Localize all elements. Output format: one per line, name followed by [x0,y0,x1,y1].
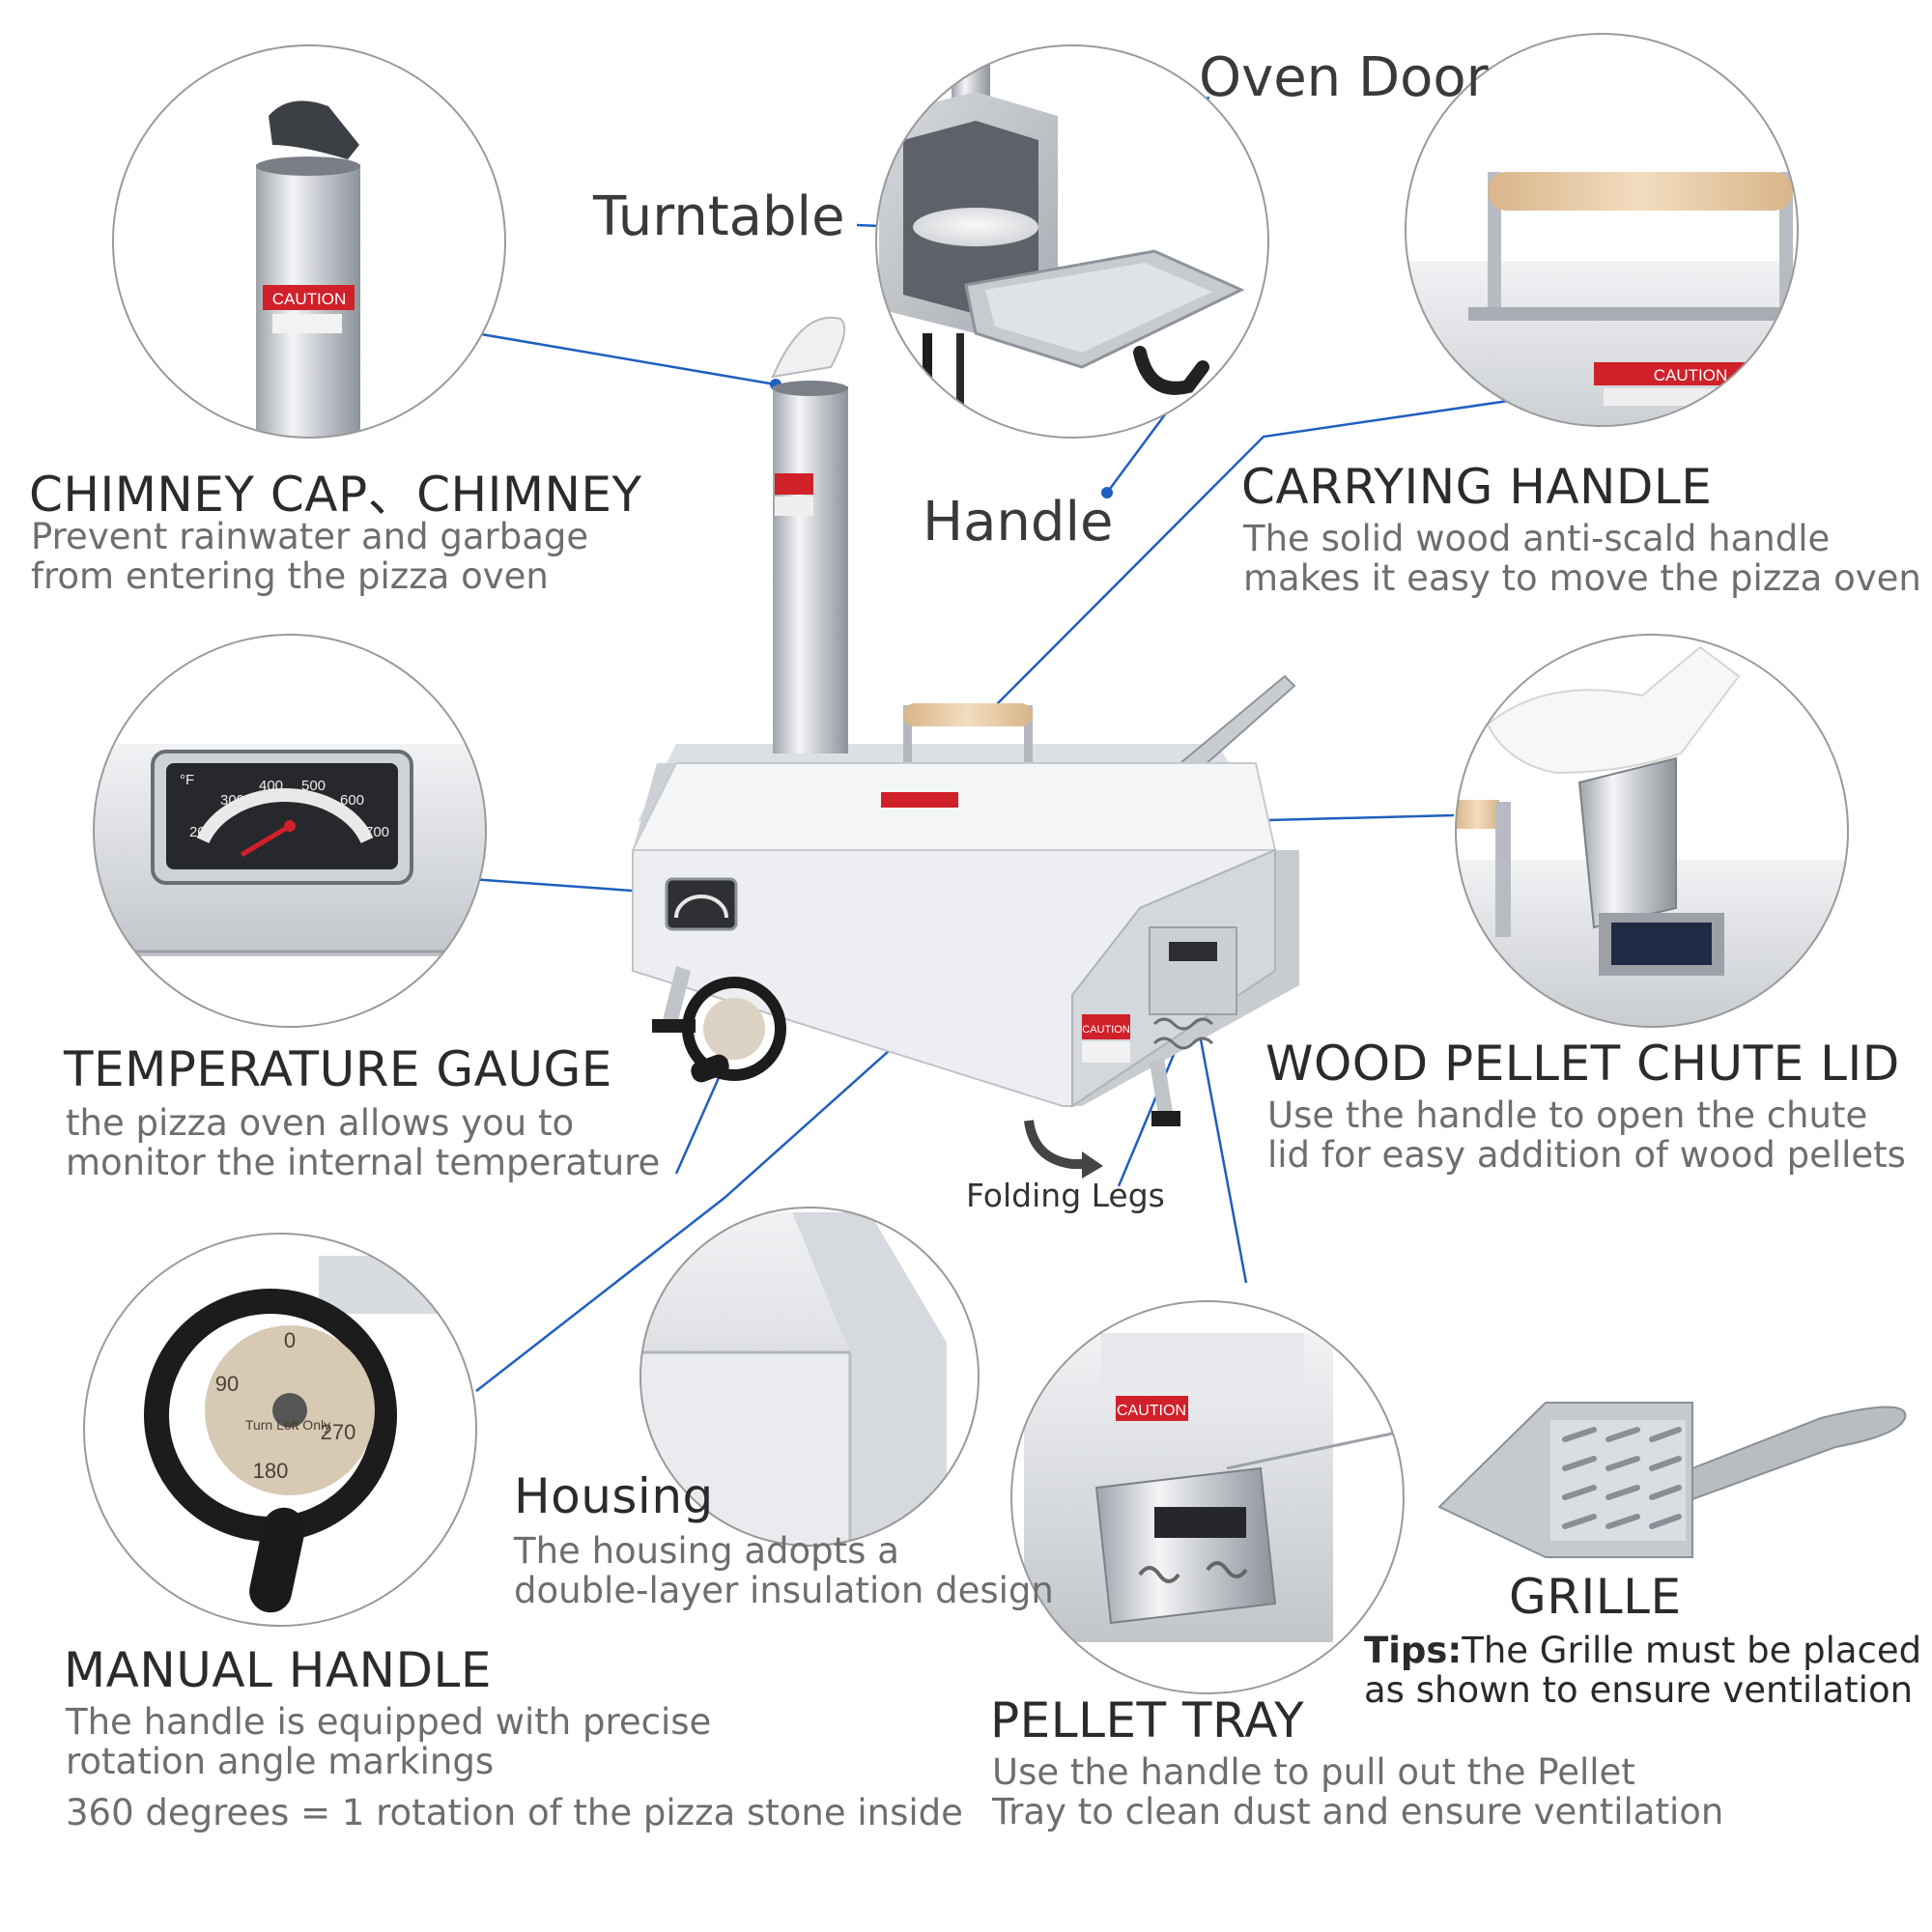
grille-tips-text: The Grille must be placed [1462,1630,1922,1671]
carrying-handle-desc-line2: makes it easy to move the pizza oven [1243,557,1921,599]
gauge-tick-300: 300 [220,792,244,809]
chute-lid-desc-line2: lid for easy addition of wood pellets [1267,1134,1906,1176]
chute-lid-detail-circle [1455,634,1849,1028]
chimney-desc-line2: from entering the pizza oven [31,555,549,597]
chute-lid-title: WOOD PELLET CHUTE LID [1265,1036,1900,1092]
grille-tips-label: Tips: [1364,1630,1463,1671]
grille-title: GRILLE [1509,1569,1682,1625]
temperature-gauge-desc-line1: the pizza oven allows you to [66,1102,575,1144]
chute-lid-desc-line1: Use the handle to open the chute [1267,1094,1868,1136]
callout-folding-legs: Folding Legs [966,1177,1165,1214]
oven-door-detail-circle [875,44,1269,439]
grille-tips-line1: Tips:The Grille must be placed [1364,1631,1921,1670]
handle-caution-label: CAUTION [1654,366,1728,384]
housing-desc-line2: double-layer insulation design [514,1570,1054,1611]
manual-handle-detail-circle: 0 90 180 270 Turn Left Only [83,1233,477,1627]
callout-turntable: Turntable [593,185,845,248]
temperature-gauge-title: TEMPERATURE GAUGE [64,1041,612,1097]
callout-oven-door: Oven Door [1199,46,1489,109]
gauge-tick-700: 700 [365,824,389,840]
manual-handle-title: MANUAL HANDLE [64,1642,492,1698]
callout-handle: Handle [923,491,1114,554]
gauge-tick-600: 600 [340,792,364,809]
pellet-tray-desc-line2: Tray to clean dust and ensure ventilatio… [992,1791,1724,1833]
carrying-handle-title: CARRYING HANDLE [1241,459,1713,515]
grille-tips-line2: as shown to ensure ventilation [1364,1669,1914,1711]
housing-detail-circle [639,1207,980,1547]
carrying-handle-desc-line1: The solid wood anti-scald handle [1243,518,1831,559]
pellet-tray-detail-circle: CAUTION [1010,1300,1405,1694]
manual-handle-desc-line1: The handle is equipped with precise [66,1701,712,1743]
housing-desc-line1: The housing adopts a [514,1530,899,1572]
housing-title: Housing [514,1468,714,1524]
handle-dial-0: 0 [284,1328,296,1352]
oven-caution-label: CAUTION [1082,1024,1130,1036]
pellet-tray-title: PELLET TRAY [990,1692,1305,1748]
chimney-caution-label: CAUTION [272,290,347,308]
gauge-tick-400: 400 [259,778,283,794]
chimney-title: CHIMNEY CAP、CHIMNEY [29,467,642,523]
handle-dial-text: Turn Left Only [245,1417,330,1433]
gauge-tick-200: 200 [189,824,213,840]
chimney-detail-circle: CAUTION [112,44,506,439]
pellet-tray-desc-line1: Use the handle to pull out the Pellet [992,1751,1635,1793]
gauge-tick-500: 500 [301,778,326,794]
manual-handle-desc-line3: 360 degrees = 1 rotation of the pizza st… [66,1792,963,1833]
tray-caution-label: CAUTION [1117,1403,1186,1419]
grille-illustration [1437,1402,1907,1558]
chimney-desc-line1: Prevent rainwater and garbage [31,516,589,557]
temperature-gauge-desc-line2: monitor the internal temperature [66,1142,661,1183]
handle-dial-180: 180 [253,1459,289,1483]
carrying-handle-detail-circle: CAUTION [1405,33,1799,427]
manual-handle-desc-line2: rotation angle markings [66,1741,495,1782]
pizza-oven-main-illustration: CAUTION [631,316,1299,1179]
temperature-gauge-detail-circle: °F 200 300 400 500 600 700 [93,634,487,1028]
handle-dial-90: 90 [215,1372,239,1396]
gauge-unit: °F [180,772,194,788]
handle-dial-270: 270 [321,1420,356,1444]
